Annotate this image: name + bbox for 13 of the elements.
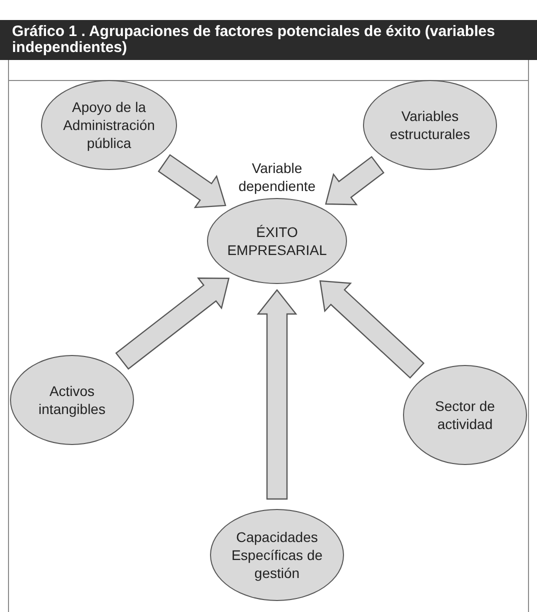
node-label: Apoyo de la Administración pública (62, 98, 156, 152)
block-arrow (115, 277, 230, 370)
node-label: ÉXITO EMPRESARIAL (226, 223, 328, 259)
node-label: Activos intangibles (38, 382, 106, 418)
block-arrow (158, 154, 226, 208)
node-label: Sector de actividad (434, 397, 496, 433)
block-arrow (319, 280, 425, 379)
block-arrow (256, 289, 298, 500)
node-caption: Variable dependiente (237, 159, 317, 195)
diagram-title: Gráfico 1 . Agrupaciones de factores potenciales de éxito (variables independientes) (12, 24, 496, 56)
block-arrow (325, 156, 384, 206)
node-label: Variables estructurales (388, 107, 472, 143)
node-label: Capacidades Específicas de gestión (230, 528, 324, 582)
